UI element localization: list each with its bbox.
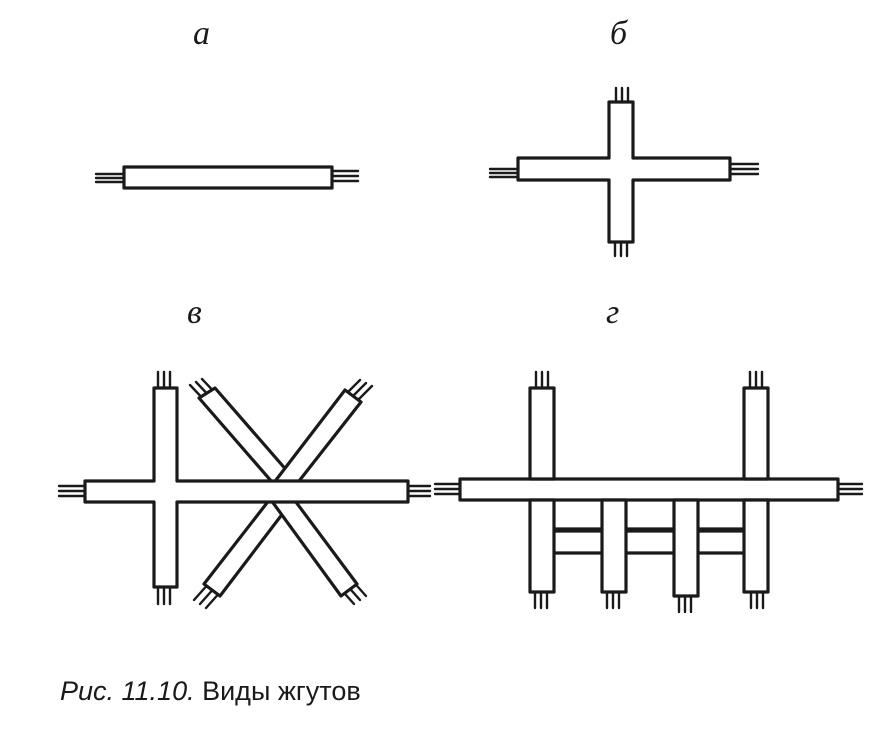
ladder-rung-upper [548,495,752,531]
branch-diag-top-right [274,388,363,492]
branch-bottom-1 [528,498,556,594]
panel-label-a: а [193,15,210,52]
harness-tube [122,165,334,190]
harness-star [57,370,432,610]
wire-bundle-left [94,172,128,184]
harness-straight [94,165,360,190]
panel-label-v: в [187,294,202,331]
figure-caption: Рис. 11.10. Виды жгутов [60,676,361,707]
branch-bottom-4 [742,498,770,594]
harness-ladder [433,370,864,614]
panel-label-b: б [610,15,629,52]
wire-bundle-left [433,482,464,496]
harness-trunk [458,477,840,502]
branch-bottom-2 [600,498,628,594]
branch-top-left [528,386,556,481]
wire-bundle-right [404,484,432,498]
harness-cross [488,86,760,258]
caption-text: Виды жгутов [194,676,361,706]
branch-top-right [742,386,770,481]
branch-diag-bottom-right [269,488,359,598]
wire-bundle-left [488,167,522,179]
tube-ends [122,168,334,186]
wire-bundle-right [726,162,760,176]
panel-label-g: г [606,294,619,331]
branch-bottom-3 [672,498,700,598]
harness-tube [516,100,732,244]
wire-bundle-left [57,484,88,498]
ladder-rung-lower [548,529,752,555]
wire-bundle-right [328,169,360,183]
harness-cross-body [83,386,410,589]
figure-number: Рис. 11.10. [60,676,195,706]
wire-bundle-right [834,482,864,496]
